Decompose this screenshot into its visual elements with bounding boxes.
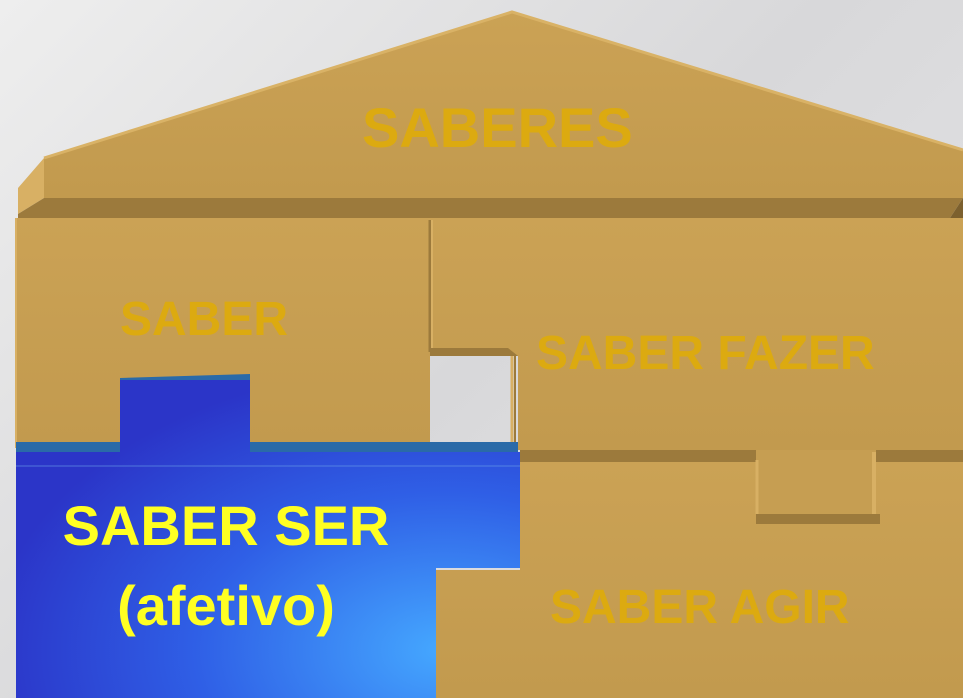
roof-piece — [18, 10, 963, 220]
saber-fazer-label: SABER FAZER — [536, 327, 875, 380]
saber-agir-label: SABER AGIR — [550, 581, 850, 634]
saber-agir-piece — [430, 450, 963, 698]
saber-label: SABER — [120, 293, 289, 346]
saberes-label: SABERES — [362, 96, 633, 159]
saber-ser-piece — [16, 374, 520, 698]
saber-fazer-piece — [428, 218, 963, 450]
saber-ser-label: SABER SER — [62, 494, 390, 557]
saber-ser-sublabel: (afetivo) — [117, 574, 335, 637]
